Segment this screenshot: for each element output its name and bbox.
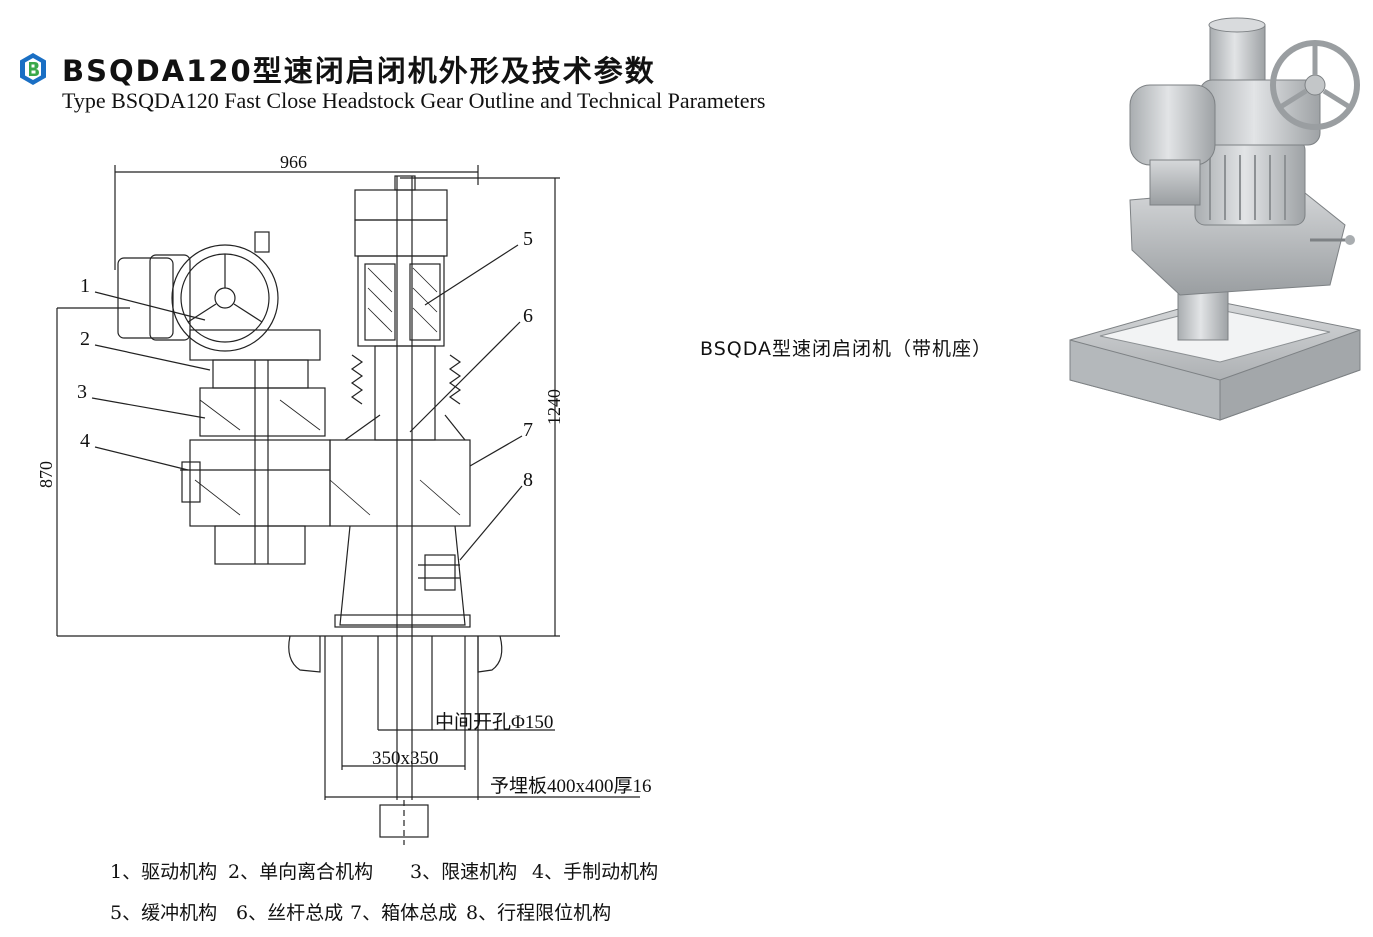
callout-8: 8 bbox=[523, 469, 533, 491]
callout-1: 1 bbox=[80, 275, 90, 297]
legend-item-clutch: 2、单向离合机构 bbox=[228, 861, 374, 883]
center-hole-note: 中间开孔Φ150 bbox=[435, 711, 553, 733]
company-logo bbox=[20, 53, 46, 85]
legend-item-housing: 7、箱体总成 bbox=[350, 902, 458, 924]
legend-item-screw: 6、丝杆总成 bbox=[236, 902, 344, 924]
dimension-width: 966 bbox=[280, 152, 307, 172]
photo-caption: BSQDA型速闭启闭机（带机座） bbox=[700, 338, 993, 360]
dimension-total-height: 1240 bbox=[544, 389, 564, 425]
callout-7: 7 bbox=[523, 419, 533, 441]
callout-6: 6 bbox=[523, 305, 533, 327]
legend-item-hand-brake: 4、手制动机构 bbox=[532, 861, 659, 883]
legend-item-speed-limit: 3、限速机构 bbox=[410, 861, 518, 883]
base-size-note: 350x350 bbox=[372, 748, 439, 769]
legend-item-drive: 1、驱动机构 bbox=[110, 861, 218, 883]
callout-5: 5 bbox=[523, 228, 533, 250]
callout-4: 4 bbox=[80, 430, 90, 452]
embedded-plate-note: 予埋板400x400厚16 bbox=[490, 775, 652, 797]
callout-2: 2 bbox=[80, 328, 90, 350]
legend-item-limit-switch: 8、行程限位机构 bbox=[466, 902, 612, 924]
callout-3: 3 bbox=[77, 381, 87, 403]
outline-drawing: 966 1240 870 中间开孔Φ150 350x350 予埋板400x400… bbox=[36, 152, 652, 845]
legend-item-buffer: 5、缓冲机构 bbox=[110, 902, 218, 924]
product-photo bbox=[1069, 17, 1361, 421]
dimension-body-height: 870 bbox=[36, 461, 56, 488]
page-subtitle: Type BSQDA120 Fast Close Headstock Gear … bbox=[62, 88, 766, 113]
page-title: BSQDA120型速闭启闭机外形及技术参数 bbox=[62, 54, 656, 88]
